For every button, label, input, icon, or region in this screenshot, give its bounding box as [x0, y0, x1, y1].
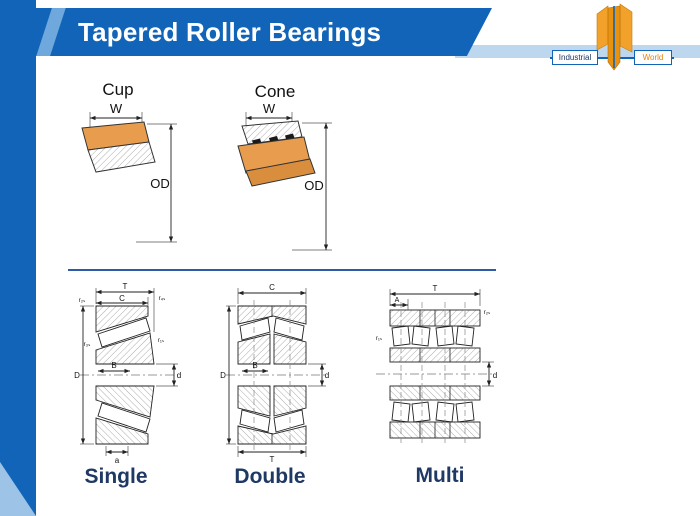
single-row-diagram: T C B D d a r₂ₛ r₄ₛ r₃ₛ r₁ₛ	[74, 282, 181, 465]
logo-ribbon-icon	[596, 3, 633, 71]
dim-label-T: T	[270, 455, 275, 464]
left-accent-bar	[0, 0, 36, 516]
dim-label-d: d	[493, 371, 497, 380]
cup-width-label: W	[110, 101, 123, 116]
dim-label-D: D	[220, 371, 226, 380]
dim-label-d: d	[177, 371, 181, 380]
cone-diagram: W OD	[237, 101, 332, 251]
dim-label-r2: r₂ₛ	[484, 310, 491, 316]
roller-section	[435, 325, 455, 347]
dim-label-r3: r₃ₛ	[84, 342, 91, 348]
cone-od-label: OD	[304, 178, 324, 193]
multi-bottom-half	[389, 385, 481, 439]
logo-text-world: World	[634, 50, 672, 65]
dim-label-C: C	[269, 283, 275, 292]
cup-diagram: W OD	[81, 101, 177, 243]
caption-single: Single	[84, 465, 148, 488]
roller-section	[391, 325, 411, 347]
roller-section-left	[239, 317, 271, 341]
ribbon-left-wing	[596, 5, 609, 51]
double-bottom-half	[237, 385, 307, 445]
cone-title: Cone	[254, 82, 296, 101]
company-logo: Industrial World	[550, 0, 674, 74]
roller-section-right	[273, 317, 305, 341]
single-top-half	[95, 305, 155, 365]
cup-title: Cup	[102, 80, 134, 99]
double-row-diagram: C B D d T	[220, 283, 329, 464]
cone-ring-rib	[245, 158, 316, 187]
dim-label-r2: r₂ₛ	[79, 298, 86, 304]
cup-od-label: OD	[150, 176, 170, 191]
multi-row-diagram: T A r₂ₛ r₁ₛ d	[376, 284, 497, 446]
dim-label-D: D	[74, 371, 80, 380]
dim-label-C: C	[119, 294, 125, 303]
dim-label-A: A	[395, 297, 400, 304]
cone-section	[95, 332, 155, 365]
dim-label-T: T	[123, 282, 128, 291]
cone-width-label: W	[263, 101, 276, 116]
section-divider-line	[68, 269, 496, 271]
roller-section	[455, 325, 475, 347]
single-bottom-half	[95, 385, 155, 445]
caption-double: Double	[234, 465, 306, 488]
cup-ring-section	[87, 141, 156, 173]
logo-text-industrial: Industrial	[552, 50, 598, 65]
cup-section	[95, 305, 149, 333]
slide-title: Tapered Roller Bearings	[78, 17, 382, 47]
dim-label-r4: r₄ₛ	[159, 296, 166, 302]
dim-label-d: d	[325, 371, 329, 380]
multi-top-half	[389, 309, 481, 363]
dim-label-r1: r₁ₛ	[376, 336, 382, 342]
double-top-half	[237, 305, 307, 365]
dim-label-r1: r₁ₛ	[158, 338, 164, 344]
dim-label-B: B	[111, 361, 116, 370]
ribbon-right-wing	[619, 3, 633, 53]
dim-label-a: a	[115, 456, 120, 465]
dim-label-B: B	[252, 361, 257, 370]
roller-section	[411, 325, 431, 347]
dim-label-T: T	[433, 284, 438, 293]
title-banner: Tapered Roller Bearings	[36, 8, 492, 56]
cone-band	[389, 347, 481, 363]
caption-multi: Multi	[415, 464, 465, 487]
roller-section	[97, 317, 151, 348]
